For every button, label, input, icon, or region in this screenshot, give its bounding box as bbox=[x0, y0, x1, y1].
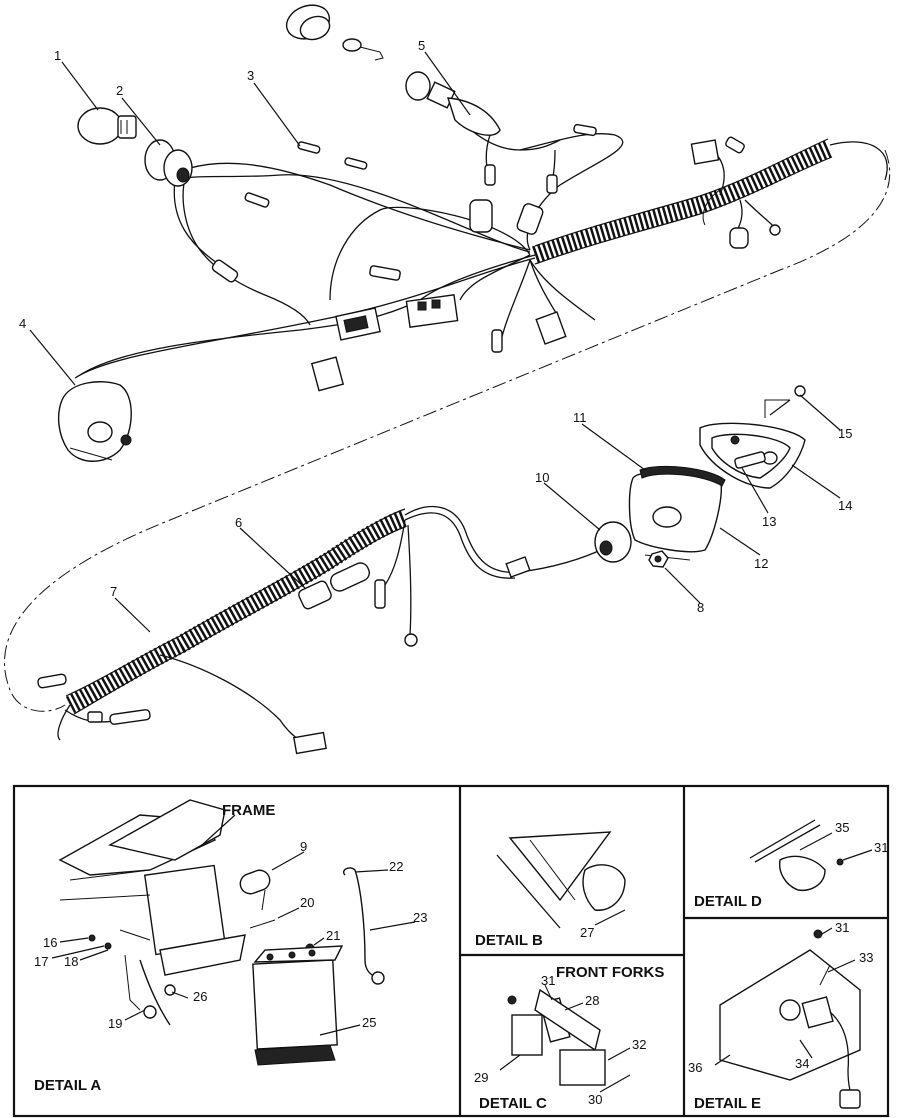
callout-5: 5 bbox=[418, 38, 425, 53]
upper-harness bbox=[3, 119, 891, 712]
callout-23: 23 bbox=[413, 910, 427, 925]
callout-28: 28 bbox=[585, 993, 599, 1008]
callout-3: 3 bbox=[247, 68, 254, 83]
callout-31-d: 31 bbox=[874, 840, 888, 855]
detail-c: FRONT FORKS 31 28 29 30 32 DETAIL C bbox=[474, 964, 664, 1112]
frame-label: FRAME bbox=[222, 802, 275, 819]
lower-harness-parts bbox=[37, 556, 531, 755]
callout-6: 6 bbox=[235, 515, 242, 530]
callout-13: 13 bbox=[762, 514, 776, 529]
callout-17: 17 bbox=[34, 954, 48, 969]
multi-pin-connectors bbox=[310, 199, 567, 392]
callout-32: 32 bbox=[632, 1037, 646, 1052]
callout-8: 8 bbox=[697, 600, 704, 615]
leader-lines bbox=[29, 51, 841, 633]
callout-22: 22 bbox=[389, 859, 403, 874]
callout-2: 2 bbox=[116, 83, 123, 98]
callout-15: 15 bbox=[838, 426, 852, 441]
callout-25: 25 bbox=[362, 1015, 376, 1030]
headlight-switch-wire bbox=[79, 254, 536, 376]
detail-d: 35 31 DETAIL D bbox=[694, 819, 888, 910]
callout-33: 33 bbox=[859, 950, 873, 965]
dimmer-switch-4 bbox=[57, 381, 132, 462]
callout-10: 10 bbox=[535, 470, 549, 485]
callout-4: 4 bbox=[19, 316, 26, 331]
detail-e-title: DETAIL E bbox=[694, 1095, 761, 1112]
front-forks-label: FRONT FORKS bbox=[556, 964, 664, 981]
socket-10 bbox=[594, 521, 632, 563]
callout-31-c: 31 bbox=[541, 973, 555, 988]
key-switch-5 bbox=[285, 4, 597, 194]
detail-b: 27 DETAIL B bbox=[475, 831, 626, 949]
connector-pins-3 bbox=[211, 141, 368, 283]
callout-14: 14 bbox=[838, 498, 852, 513]
nut-8 bbox=[648, 550, 669, 568]
callout-7: 7 bbox=[110, 584, 117, 599]
terminal-clips bbox=[690, 136, 781, 249]
callout-9: 9 bbox=[300, 839, 307, 854]
detail-d-title: DETAIL D bbox=[694, 893, 762, 910]
detail-b-title: DETAIL B bbox=[475, 932, 543, 949]
bulb-socket-2 bbox=[144, 139, 193, 187]
lower-harness bbox=[57, 505, 606, 746]
callout-26: 26 bbox=[193, 989, 207, 1004]
upper-corrugated-loom bbox=[531, 139, 834, 264]
callout-19: 19 bbox=[108, 1016, 122, 1031]
callout-31-e: 31 bbox=[835, 920, 849, 935]
callout-16: 16 bbox=[43, 935, 57, 950]
callout-35: 35 bbox=[835, 820, 849, 835]
callout-20: 20 bbox=[300, 895, 314, 910]
callout-12: 12 bbox=[754, 556, 768, 571]
callout-1: 1 bbox=[54, 48, 61, 63]
taillight-lens-11-12 bbox=[628, 465, 726, 561]
bulb-1 bbox=[77, 107, 137, 145]
screw-15 bbox=[764, 385, 806, 418]
callout-30: 30 bbox=[588, 1092, 602, 1107]
detail-c-title: DETAIL C bbox=[479, 1095, 547, 1112]
callout-21: 21 bbox=[326, 928, 340, 943]
taillight-housing-14 bbox=[699, 422, 806, 489]
detail-e: 31 33 34 36 DETAIL E bbox=[688, 920, 873, 1112]
callout-11: 11 bbox=[573, 410, 587, 425]
detail-a-title: DETAIL A bbox=[34, 1077, 101, 1094]
callout-18: 18 bbox=[64, 954, 78, 969]
lower-corrugated-loom bbox=[65, 509, 409, 714]
callout-34: 34 bbox=[795, 1056, 809, 1071]
callout-27: 27 bbox=[580, 925, 594, 940]
callout-36: 36 bbox=[688, 1060, 702, 1075]
callout-29: 29 bbox=[474, 1070, 488, 1085]
detail-a: FRAME 9 20 21 22 bbox=[34, 799, 427, 1094]
harness-routing-line bbox=[3, 149, 891, 712]
callouts-upper: 1 2 3 4 5 6 7 8 10 11 12 13 14 15 bbox=[19, 38, 852, 615]
